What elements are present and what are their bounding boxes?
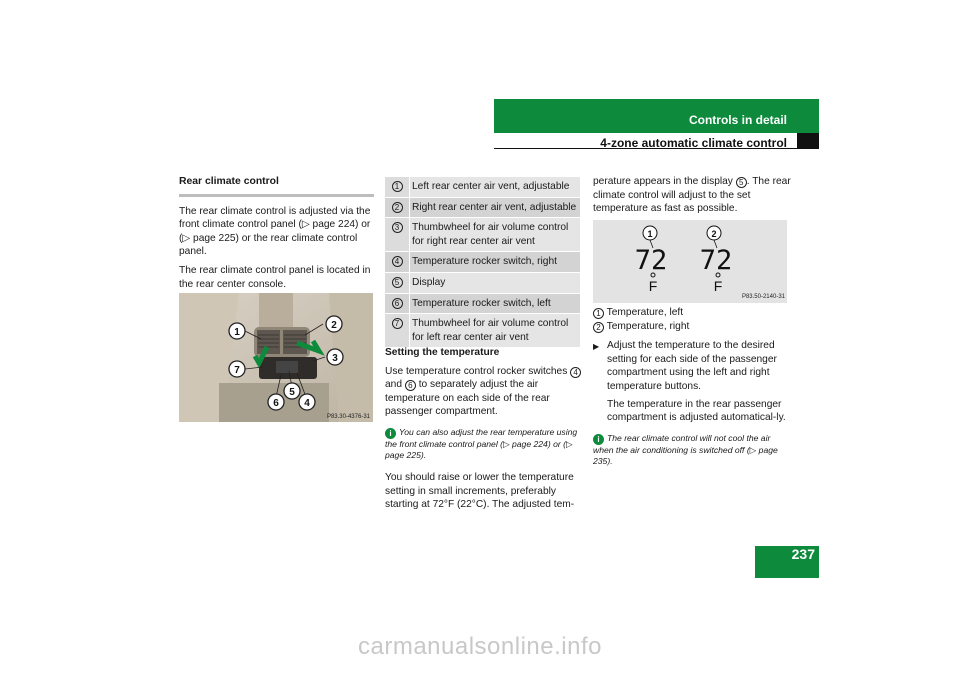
left-unit: F: [649, 278, 658, 294]
table-cell: Temperature rocker switch, right: [409, 252, 580, 272]
callout-number: 7: [391, 318, 403, 330]
callout-number: 2: [391, 201, 403, 213]
setting-temperature-title: Setting the temperature: [385, 347, 500, 358]
display-figure: 1 2 72 72 F F P83.50-2140-31: [593, 220, 787, 303]
info-text: The rear climate control will not cool t…: [593, 432, 778, 466]
rear-console-photo: 1 2 3 4 5 6 7 P83.30-4376-31: [179, 293, 373, 422]
photo-code: P83.30-4376-31: [327, 414, 371, 420]
table-row: 2 Right rear center air vent, adjustable: [385, 197, 580, 219]
photo-callout-2: 2: [331, 320, 337, 331]
instruction-followup: The temperature in the rear passenger co…: [607, 398, 786, 424]
table-row: 5 Display: [385, 272, 580, 294]
photo-callout-1: 1: [234, 327, 240, 338]
table-row: 3 Thumbwheel for air volume control for …: [385, 218, 580, 253]
table-row: 4 Temperature rocker switch, right: [385, 252, 580, 273]
callout-number: 4: [391, 256, 403, 268]
callout-number: 6: [391, 297, 403, 309]
display-callout-1: 1: [647, 229, 652, 239]
watermark: carmanualsonline.info: [358, 633, 602, 660]
photo-callout-7: 7: [234, 365, 240, 376]
page-number-box: [755, 546, 819, 578]
info-icon: i: [385, 427, 396, 439]
table-cell: Display: [409, 272, 580, 293]
middle-paragraph-1: Use temperature control rocker switches …: [385, 365, 583, 419]
header-marker: [797, 133, 819, 149]
photo-callout-5: 5: [289, 387, 295, 398]
callout-number: 4: [570, 366, 582, 378]
display-code: P83.50-2140-31: [742, 294, 786, 300]
table-row: 7 Thumbwheel for air volume control for …: [385, 314, 580, 349]
callout-number: 6: [404, 380, 416, 392]
table-cell: Thumbwheel for air volume control for le…: [409, 314, 580, 348]
instruction-bullet: ▶ Adjust the temperature to the desired …: [593, 339, 793, 393]
title-rule: [179, 193, 374, 197]
left-paragraph-1: The rear climate control is adjusted via…: [179, 205, 371, 258]
callout-number: 1: [391, 181, 403, 192]
rear-climate-title: Rear climate control: [179, 176, 279, 187]
instruction-text: Adjust the temperature to the desired se…: [607, 340, 777, 392]
right-paragraph-1: perature appears in the display 5. The r…: [593, 176, 791, 215]
header-rule: [494, 148, 819, 149]
callout-number: 1: [593, 308, 604, 319]
table-row: 6 Temperature rocker switch, left: [385, 293, 580, 315]
left-temperature: 72: [635, 245, 668, 276]
section-subtitle: 4-zone automatic climate control: [600, 136, 787, 150]
callout-number: 5: [735, 177, 747, 188]
left-column: Rear climate control The rear climate co…: [179, 175, 374, 296]
right-temperature: 72: [700, 245, 733, 276]
table-cell: Temperature rocker switch, left: [409, 293, 580, 314]
photo-callout-4: 4: [304, 398, 310, 409]
info-text: You can also adjust the rear temperature…: [385, 426, 578, 460]
table-cell: Left rear center air vent, adjustable: [409, 177, 580, 197]
right-unit: F: [714, 278, 723, 294]
table-cell: Right rear center air vent, adjustable: [409, 197, 580, 218]
table-row: 1 Left rear center air vent, adjustable: [385, 177, 580, 198]
callout-number: 2: [593, 321, 604, 333]
info-icon: i: [593, 433, 604, 445]
callout-number: 5: [391, 276, 403, 288]
triangle-right-icon: ▶: [593, 342, 600, 352]
page-number: 237: [791, 546, 815, 562]
table-cell: Thumbwheel for air volume control for ri…: [409, 218, 580, 252]
legend-item: 1 Temperature, left: [593, 306, 793, 320]
legend-table: 1 Left rear center air vent, adjustable …: [385, 177, 580, 349]
callout-number: 3: [391, 222, 403, 234]
display-callout-2: 2: [711, 229, 716, 239]
header-band: [494, 99, 819, 133]
left-paragraph-2: The rear climate control panel is locate…: [179, 264, 371, 290]
right-column-lower: 1 Temperature, left 2 Temperature, right…: [593, 306, 793, 477]
right-column: perature appears in the display 5. The r…: [593, 175, 793, 221]
middle-column: Setting the temperature Use temperature …: [385, 346, 583, 517]
legend-item: 2 Temperature, right: [593, 320, 793, 334]
photo-callout-6: 6: [273, 398, 279, 409]
page-title: Controls in detail: [688, 113, 787, 127]
photo-callout-3: 3: [332, 353, 338, 364]
middle-paragraph-2: You should raise or lower the temperatur…: [385, 471, 575, 511]
